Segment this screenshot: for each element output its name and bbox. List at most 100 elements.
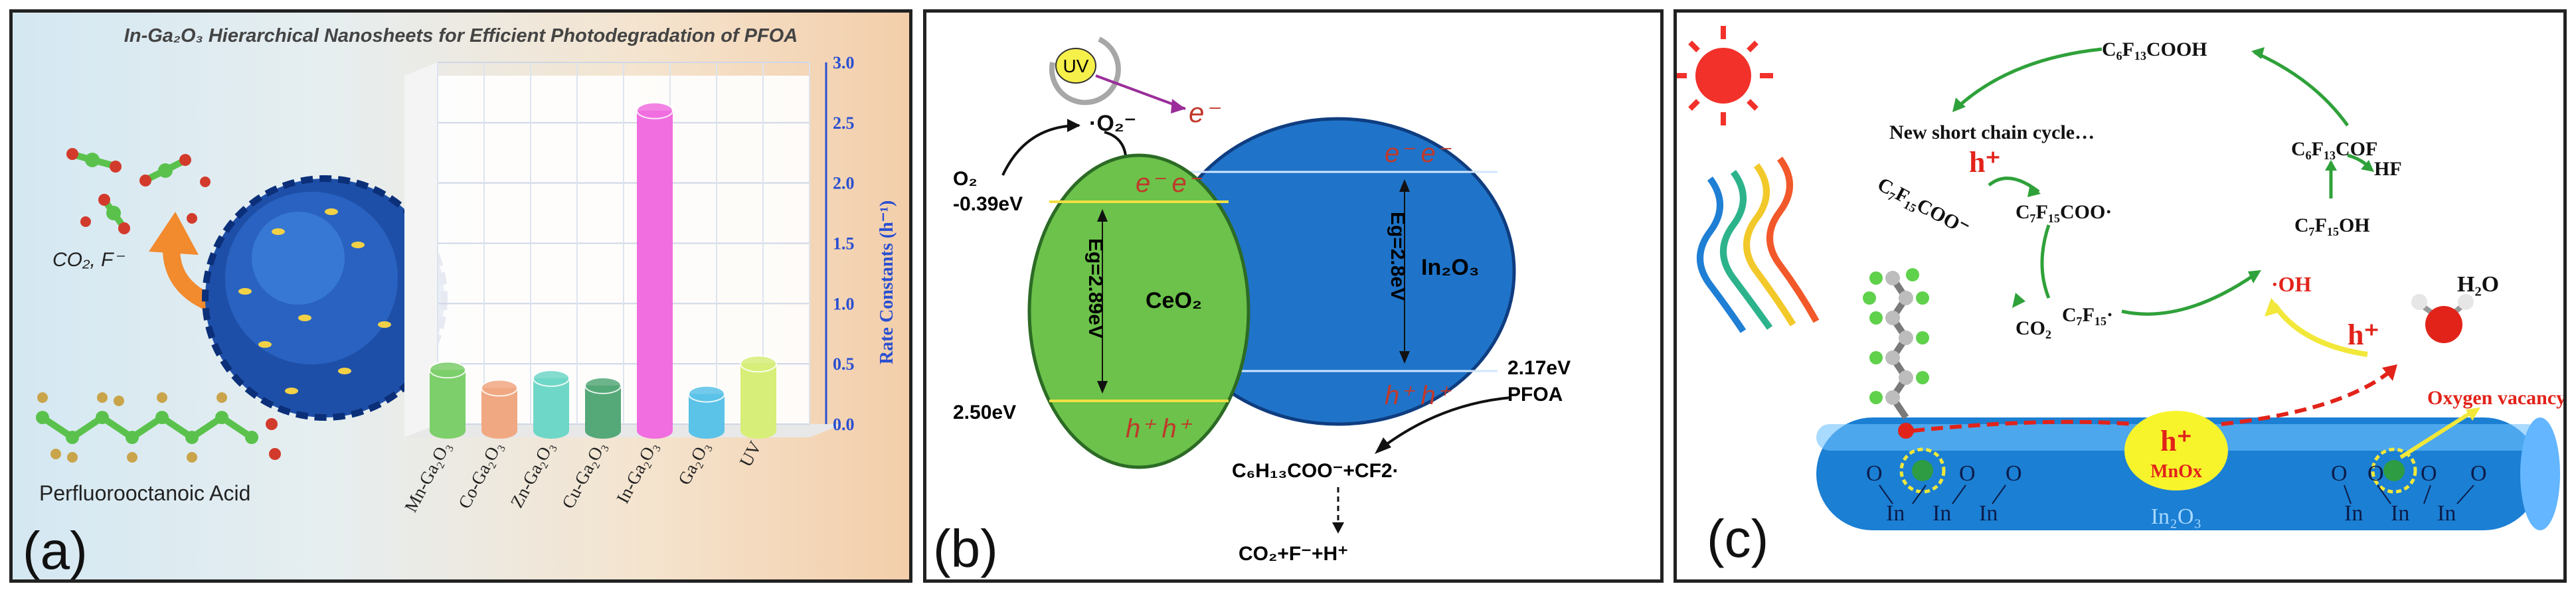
- c7f15coo-minus: C₇F₁₅COO⁻: [1874, 173, 1973, 240]
- o2-label: O₂: [953, 168, 978, 190]
- in2o3-cb-electrons: e⁻ e⁻: [1385, 139, 1452, 168]
- bar-body: [430, 370, 466, 431]
- ceo2-bandgap: Eg=2.89eV: [1084, 238, 1106, 338]
- bar-base: [689, 423, 725, 439]
- panel-a-label: (a): [23, 521, 88, 579]
- bar-top: [429, 361, 466, 379]
- x-tick-label: UV: [735, 437, 765, 470]
- y-tick-label: 2.0: [833, 174, 855, 193]
- byproducts-label: CO₂, F⁻: [52, 249, 125, 271]
- panel-b-label: (b): [933, 519, 998, 578]
- bar-0: [429, 361, 466, 439]
- x-tick-label: Ga₂O₃: [674, 438, 713, 488]
- surface-site-left-icon: [1899, 447, 1946, 494]
- in2o3-rod-label: In₂O₃: [2151, 504, 2202, 529]
- panel-c-label: (c): [1707, 509, 1768, 568]
- co2-label: CO₂: [2016, 317, 2051, 339]
- bar-top: [584, 376, 622, 394]
- panel-b-graphic: UV e⁻ ·O₂⁻ O₂ -0.39eV e⁻ e⁻ e⁻ e⁻ h⁺ h⁺ …: [933, 37, 1571, 578]
- bar-base: [740, 423, 776, 439]
- bar-4: [636, 102, 673, 439]
- lattice-o-4: O: [2331, 461, 2348, 486]
- lattice-o-3: O: [2006, 461, 2022, 486]
- intermediate-label: C₆H₁₃COO⁻+CF2·: [1232, 460, 1399, 482]
- lattice-in-5: In: [2391, 501, 2409, 526]
- ceo2-cb-electrons: e⁻ e⁻: [1136, 169, 1203, 198]
- surface-site-right-icon: [2371, 447, 2417, 494]
- y-tick-label: 0.0: [833, 415, 855, 434]
- bar-body: [533, 378, 569, 431]
- y-tick-label: 1.0: [833, 294, 855, 313]
- bar-base: [637, 423, 673, 439]
- lattice-o-1: O: [1866, 461, 1883, 486]
- cycle-label: New short chain cycle…: [1889, 121, 2095, 143]
- bar-base: [481, 423, 517, 439]
- mnox-hole: h⁺: [2160, 425, 2192, 457]
- panel-a: In-Ga₂O₃ Hierarchical Nanosheets for Eff…: [9, 9, 912, 583]
- panel-b: UV e⁻ ·O₂⁻ O₂ -0.39eV e⁻ e⁻ e⁻ e⁻ h⁺ h⁺ …: [923, 9, 1664, 583]
- y-tick-label: 2.5: [833, 113, 855, 133]
- ceo2-vb-potential: 2.50eV: [953, 402, 1016, 423]
- products-label: CO₂+F⁻+H⁺: [1239, 543, 1348, 565]
- bar-top: [688, 385, 725, 403]
- bar-base: [533, 423, 569, 439]
- ceo2-label: CeO₂: [1146, 288, 1202, 313]
- lattice-o-6: O: [2421, 461, 2437, 486]
- sun-icon: [1677, 26, 1773, 125]
- in2o3-vb-potential: 2.17eV: [1507, 357, 1571, 379]
- bar-base: [430, 423, 466, 439]
- pfoa-molecule-icon: [36, 392, 281, 463]
- bar-top: [636, 102, 673, 119]
- c7f15oh-label: C₇F₁₅OH: [2294, 214, 2370, 236]
- c6f13cooh-label: C₆F₁₃COOH: [2102, 38, 2207, 60]
- lattice-o-2: O: [1959, 461, 1976, 486]
- bar-top: [533, 369, 570, 387]
- h2o-label: H₂O: [2457, 272, 2499, 297]
- lattice-in-4: In: [2344, 501, 2363, 526]
- photo-electron: e⁻: [1189, 97, 1221, 128]
- x-tick-label: In-Ga₂O₃: [612, 438, 661, 507]
- panel-c-graphic: h⁺ MnOx O O O O O O O In In In In In In …: [1677, 26, 2563, 568]
- in2o3-label: In₂O₃: [1421, 255, 1480, 280]
- y-tick-label: 3.0: [833, 53, 855, 72]
- hf-label: HF: [2374, 158, 2402, 180]
- uv-crescent-icon: [1049, 37, 1121, 106]
- lattice-in-2: In: [1932, 501, 1951, 526]
- bar-body: [637, 110, 673, 431]
- hydroxyl-radical: ·OH: [2271, 272, 2312, 296]
- mnox-particle: [2124, 411, 2228, 490]
- lattice-o-5: O: [2367, 461, 2384, 486]
- panel-a-graphic: In-Ga₂O₃ Hierarchical Nanosheets for Eff…: [23, 25, 897, 579]
- y-axis-label: Rate Constants (h⁻¹): [877, 200, 897, 364]
- o2-potential: -0.39eV: [953, 193, 1023, 215]
- panel-c: h⁺ MnOx O O O O O O O In In In In In In …: [1674, 9, 2567, 583]
- in2o3-vb-holes: h⁺ h⁺: [1385, 381, 1452, 410]
- uv-source-icon: [1055, 48, 1096, 84]
- pfoa-label: PFOA: [1507, 384, 1563, 406]
- co2-molecules-icon: [66, 148, 211, 234]
- water-molecule-icon: [2411, 294, 2474, 343]
- hole-water: h⁺: [2348, 319, 2379, 351]
- light-waves-icon: [1697, 157, 1820, 333]
- hole-cycle: h⁺: [1969, 146, 2001, 179]
- x-tick-label: Mn-Ga₂O₃: [400, 438, 454, 516]
- superoxide-label: ·O₂⁻: [1089, 111, 1136, 136]
- y-tick-label: 0.5: [833, 354, 855, 374]
- lattice-o-7: O: [2470, 461, 2487, 486]
- x-tick-label: Co-Ga₂O₃: [454, 438, 506, 512]
- ceo2-particle: [1027, 153, 1250, 469]
- c7f15coo-radical: C₇F₁₅COO·: [2016, 201, 2112, 223]
- bar-3: [584, 376, 622, 439]
- bar-1: [481, 379, 518, 439]
- uv-label: UV: [1063, 56, 1089, 76]
- bar-2: [533, 369, 570, 439]
- molecule-label: Perfluorooctanoic Acid: [39, 481, 250, 505]
- c7f15-radical: C₇F₁₅·: [2062, 304, 2113, 326]
- bar-6: [740, 355, 777, 439]
- oxygen-vacancy-label: Oxygen vacancy: [2427, 387, 2563, 409]
- ceo2-vb-holes: h⁺ h⁺: [1126, 414, 1193, 443]
- panel-a-title: In-Ga₂O₃ Hierarchical Nanosheets for Eff…: [124, 25, 798, 46]
- x-tick-label: Cu-Ga₂O₃: [558, 438, 610, 512]
- in2o3-bandgap: Eg=2.8eV: [1387, 212, 1409, 301]
